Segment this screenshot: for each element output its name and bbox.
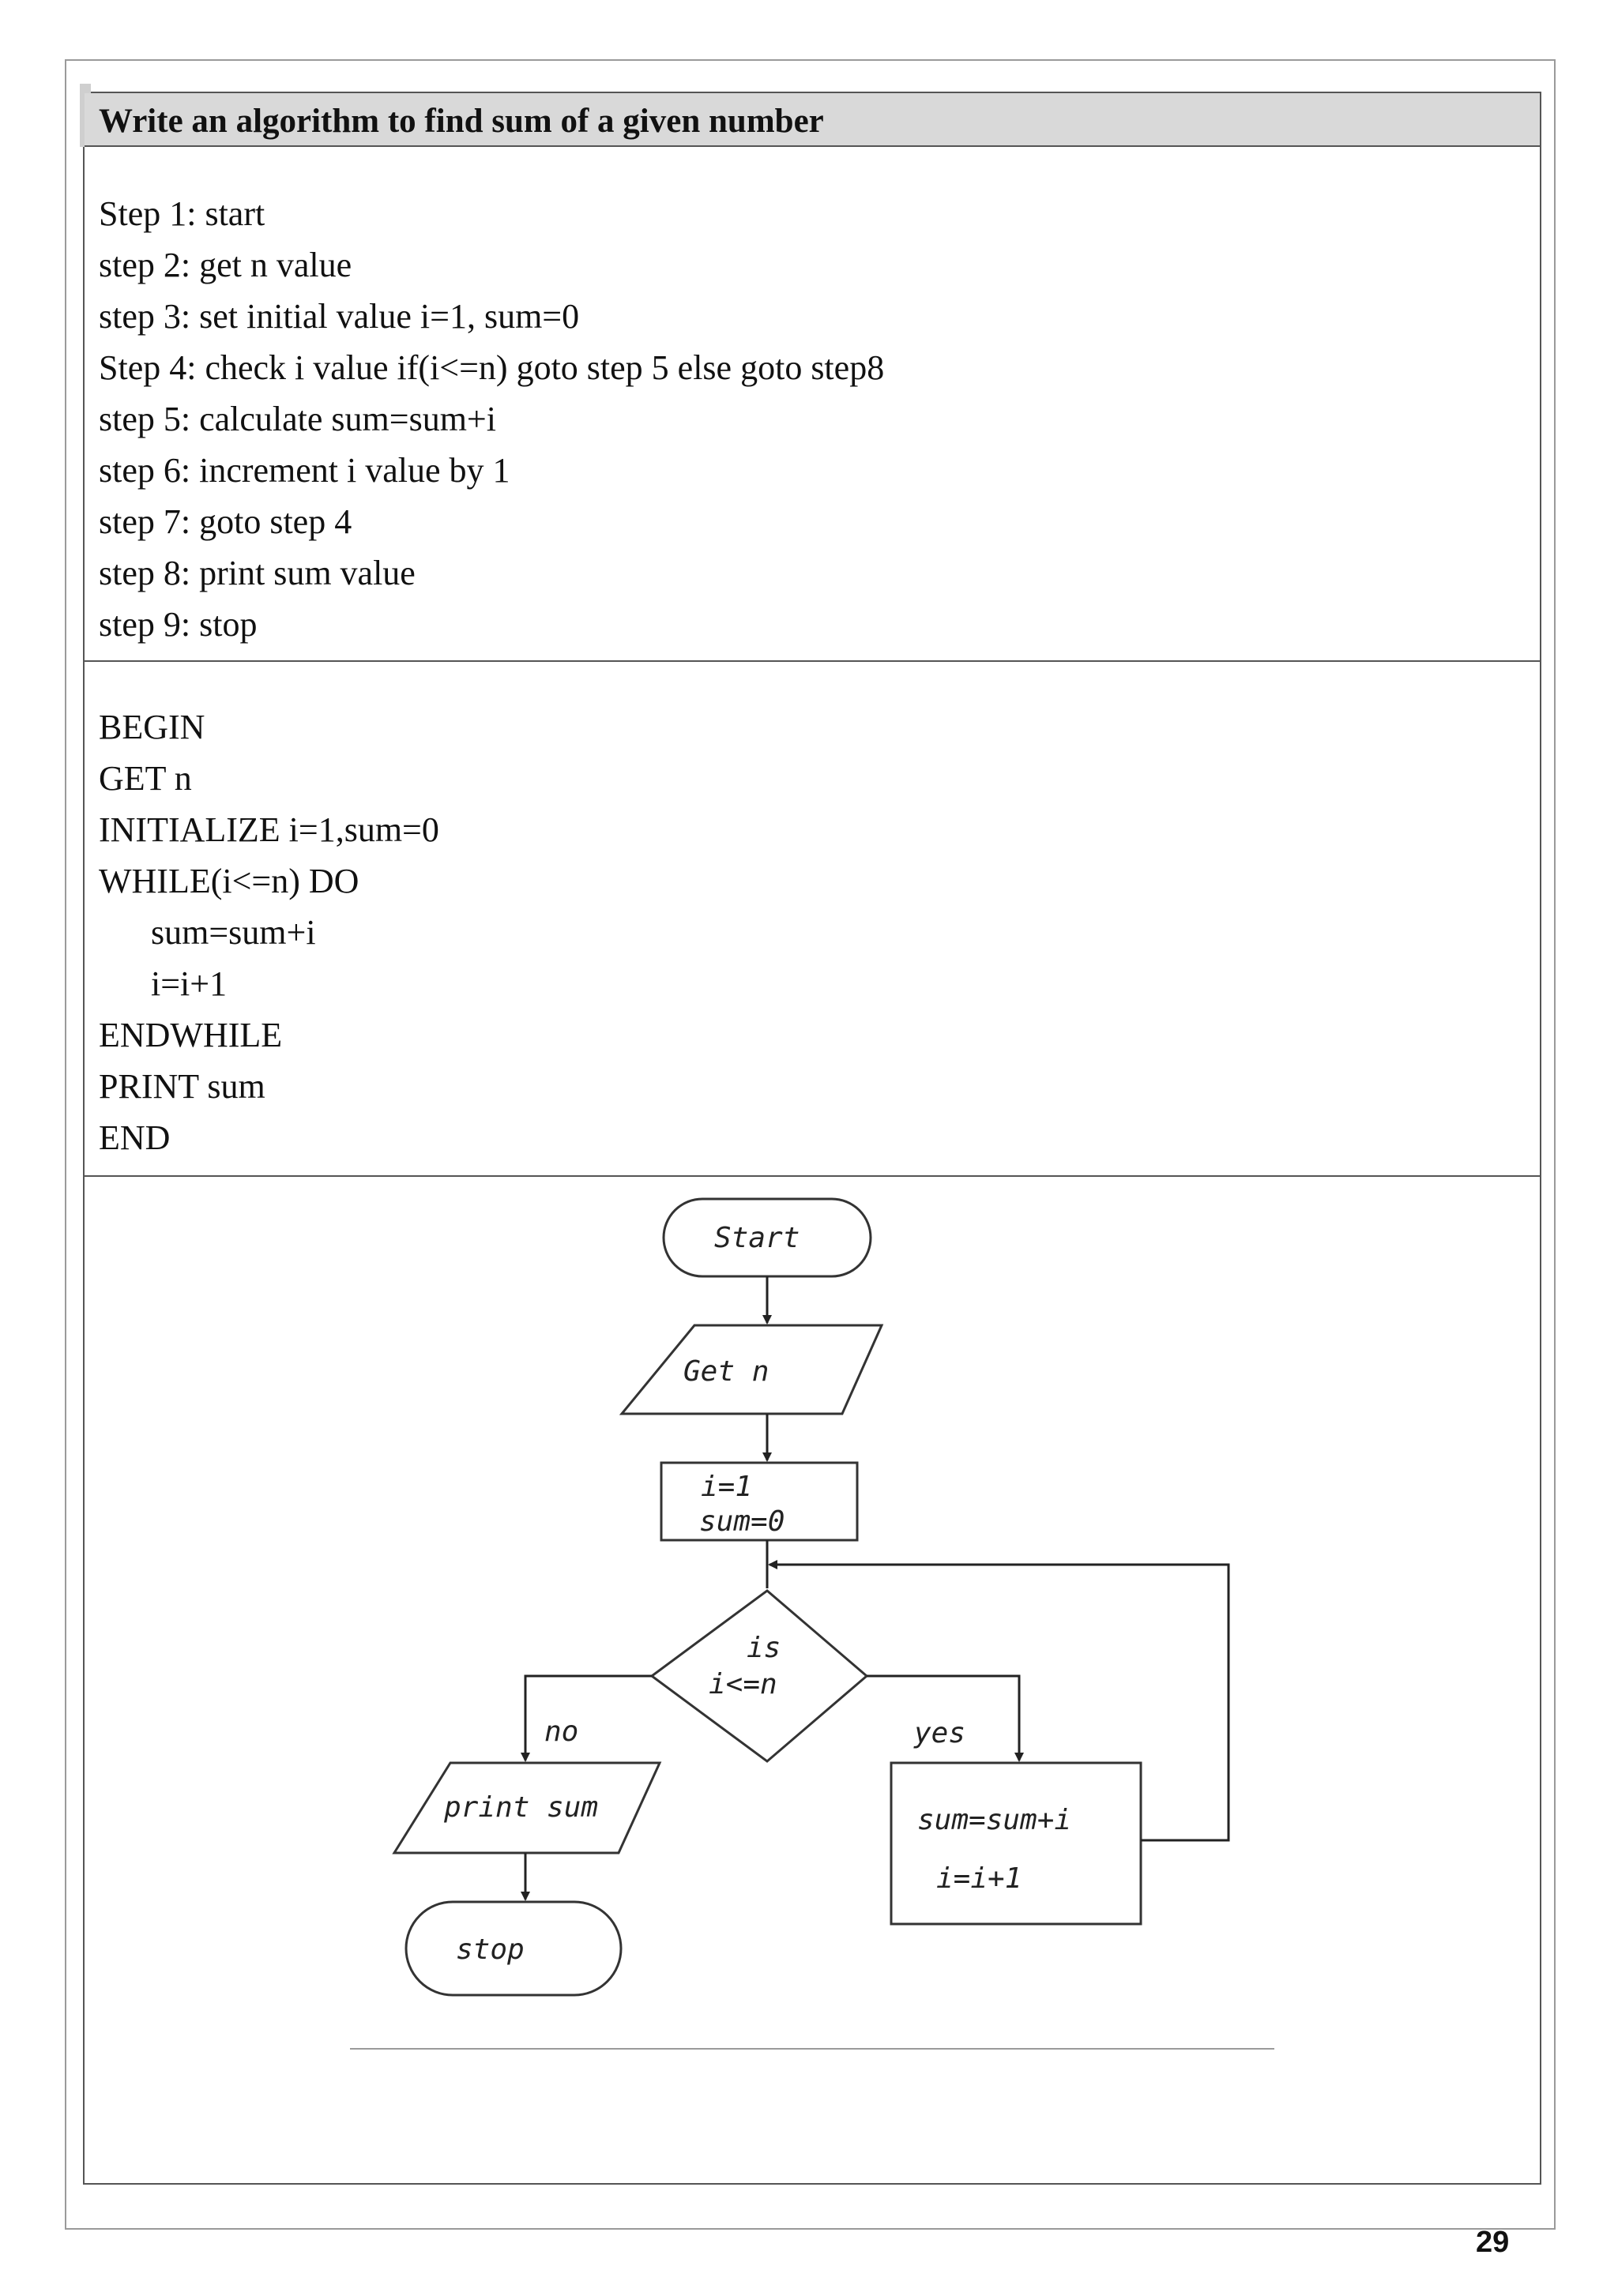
pseudocode-line: GET n (99, 759, 192, 798)
flowchart-yes-branch (867, 1674, 1024, 1762)
algorithm-step: Step 1: start (99, 194, 265, 233)
algorithm-step: step 5: calculate sum=sum+i (99, 400, 496, 438)
algorithm-steps: Step 1: start step 2: get n value step 3… (99, 188, 884, 650)
flowchart-process-label-1: sum=sum+i (917, 1804, 1071, 1836)
flowchart-process-label-2: i=i+1 (936, 1862, 1022, 1895)
flowchart-init-label-1: i=1 (701, 1471, 752, 1503)
page-title: Write an algorithm to find sum of a give… (99, 103, 824, 140)
flowchart-loop-back (768, 1560, 1230, 1842)
algorithm-step: step 8: print sum value (99, 554, 416, 592)
algorithm-step: Step 4: check i value if(i<=n) goto step… (99, 348, 885, 387)
flowchart-no-branch (521, 1674, 652, 1762)
pseudocode-line: i=i+1 (151, 964, 228, 1003)
algorithm-step: step 2: get n value (99, 246, 352, 284)
algorithm-step: step 3: set initial value i=1, sum=0 (99, 297, 580, 336)
pseudocode-line: ENDWHILE (99, 1016, 283, 1054)
pseudocode-line: sum=sum+i (151, 913, 316, 952)
pseudocode-line: END (99, 1118, 171, 1157)
content-table: Write an algorithm to find sum of a give… (80, 84, 1541, 2185)
algorithm-step: step 9: stop (99, 605, 258, 644)
flowchart: Start Get n i=1 sum=0 is i<=n no yes sum… (350, 1197, 1274, 2050)
pseudocode-block: BEGIN GET n INITIALIZE i=1,sum=0 WHILE(i… (99, 701, 439, 1163)
pseudocode-line: WHILE(i<=n) DO (99, 862, 359, 900)
flowchart-start-label: Start (714, 1222, 800, 1254)
pseudocode-line: PRINT sum (99, 1067, 265, 1106)
flowchart-init-box (660, 1461, 859, 1542)
flowchart-decision-diamond (649, 1589, 869, 1763)
flowchart-process-box (890, 1761, 1142, 1926)
page-frame (65, 59, 1556, 2230)
flowchart-input-label: Get n (683, 1355, 769, 1388)
flowchart-stop-terminal (404, 1900, 623, 1997)
flowchart-yes-label: yes (913, 1717, 965, 1749)
flowchart-output-label: print sum (443, 1791, 598, 1824)
flowchart-decision-label-1: is (747, 1632, 781, 1664)
flowchart-no-label: no (544, 1715, 578, 1748)
section-divider (85, 1175, 1540, 1177)
pseudocode-line: INITIALIZE i=1,sum=0 (99, 810, 439, 849)
flowchart-input-parallelogram (619, 1324, 884, 1415)
algorithm-step: step 6: increment i value by 1 (99, 451, 510, 490)
title-bar: Write an algorithm to find sum of a give… (85, 93, 1540, 147)
flowchart-output-parallelogram (392, 1761, 662, 1854)
flowchart-decision-label-2: i<=n (709, 1668, 777, 1700)
flowchart-init-label-2: sum=0 (699, 1505, 785, 1538)
section-divider (85, 660, 1540, 662)
page-number: 29 (1476, 2226, 1510, 2259)
algorithm-step: step 7: goto step 4 (99, 502, 352, 541)
pseudocode-line: BEGIN (99, 708, 205, 746)
flowchart-stop-label: stop (456, 1933, 525, 1966)
